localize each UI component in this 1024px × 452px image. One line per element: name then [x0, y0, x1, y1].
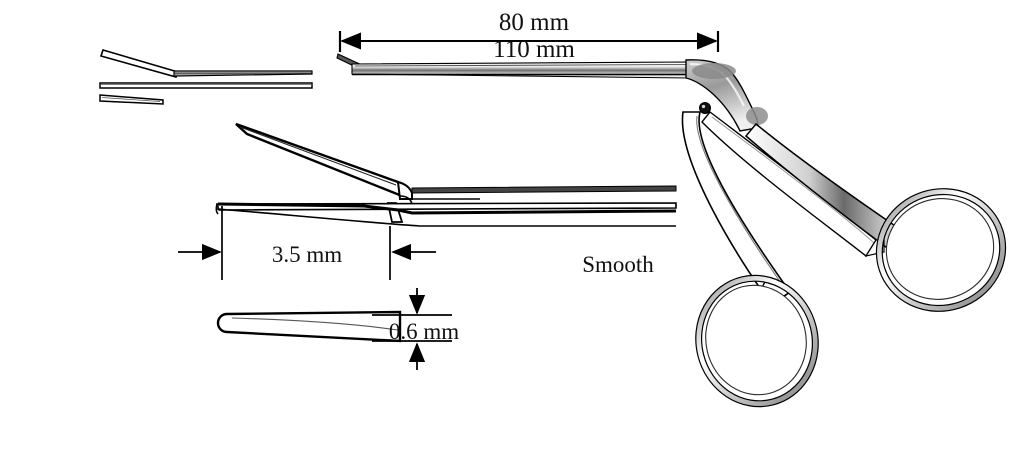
magnified-upper-jaw-ridge — [239, 126, 397, 186]
dimension-label-shaft-length: 80 mm — [499, 9, 570, 36]
instrument-arm-lower-shade — [696, 115, 787, 291]
instrument-arm-upper-shade — [711, 116, 875, 244]
jaw-profile-highlight — [231, 317, 399, 331]
dimension-length-group: 80 mm 110 mm — [338, 9, 720, 63]
dimension-label-total-length: 110 mm — [493, 36, 575, 63]
magnified-lower-jaw-taper — [216, 208, 676, 227]
finger-ring-lower — [695, 274, 819, 408]
instrument-shaft-top-edge — [354, 64, 687, 67]
finger-ring-lower-body — [696, 275, 818, 407]
instrument-elbow-shade — [692, 63, 736, 79]
view-tip-detail-small — [99, 49, 313, 105]
finger-ring-upper-body — [877, 189, 1005, 311]
finger-ring-upper-inner — [885, 198, 995, 300]
finger-ring-lower-inner — [705, 284, 807, 396]
dimension-jaw-length-group: 3.5 mm — [178, 206, 436, 280]
pivot-screw-highlight — [701, 104, 706, 109]
small-detail-upper-jaw — [99, 49, 180, 78]
magnified-lower-jaw-edge — [217, 202, 677, 215]
finger-ring-upper — [875, 188, 1007, 312]
dimension-jaw-thickness-group: 0.6 mm — [372, 288, 459, 370]
magnified-lower-jaw-tip — [215, 203, 219, 215]
magnified-blade-upper — [411, 185, 677, 194]
view-full-instrument — [336, 53, 1007, 408]
view-tip-detail-large — [215, 122, 677, 227]
instrument-joint-boss — [746, 107, 768, 125]
small-detail-shaft-top — [173, 70, 313, 77]
pivot-screw-icon — [699, 102, 711, 114]
annotation-smooth-label: Smooth — [582, 252, 654, 277]
small-detail-lower-jaw-highlight — [101, 97, 161, 102]
dimension-label-jaw-thickness: 0.6 mm — [389, 319, 459, 344]
dimension-label-jaw-length: 3.5 mm — [272, 242, 342, 267]
small-detail-shaft-bottom — [99, 82, 313, 89]
view-jaw-profile — [216, 310, 402, 343]
magnified-jaw-hinge — [396, 180, 413, 200]
